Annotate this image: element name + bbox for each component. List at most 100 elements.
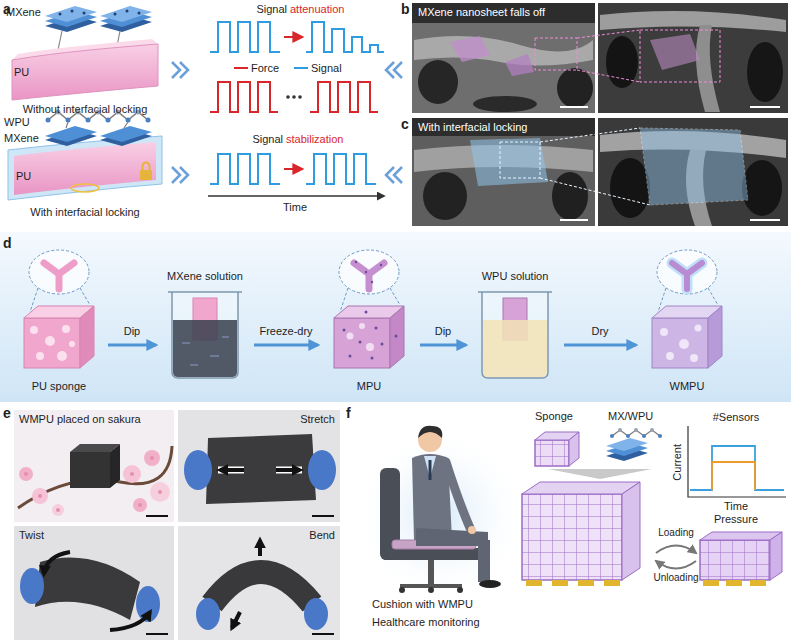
legend-item: Force	[234, 62, 279, 74]
pu-sponge-cube	[24, 318, 80, 368]
signal-traces	[306, 154, 376, 184]
sem-image	[750, 106, 780, 108]
sem-image	[412, 118, 595, 226]
sem-image	[640, 30, 720, 82]
sem-image	[412, 3, 595, 113]
photo-sakura	[32, 488, 48, 504]
seated-person	[416, 528, 488, 546]
load-cycle-arrows	[656, 546, 696, 569]
photo-sakura	[24, 472, 28, 476]
sem-image	[598, 3, 788, 113]
sem-image	[650, 34, 700, 70]
signal-traces	[310, 82, 378, 112]
sponge-icon	[569, 432, 579, 466]
photo-label: WMPU placed on sakura	[19, 413, 141, 426]
mxene-nanosheets	[45, 6, 97, 22]
seated-person	[468, 526, 476, 534]
zoom-bubble	[354, 263, 384, 289]
sem-image	[473, 96, 537, 112]
pu-sponge-cube	[30, 325, 75, 361]
wpu-beaker	[483, 320, 547, 377]
current-plot	[712, 462, 755, 490]
photo-twist	[14, 526, 174, 640]
zoom-bubble	[657, 250, 717, 294]
compressed-lattice-sensor	[700, 540, 770, 580]
mxene-beaker	[182, 342, 190, 344]
mxene-beaker	[222, 336, 229, 338]
sem-image	[412, 3, 595, 113]
edge-label: Dip	[435, 325, 452, 338]
part-label: MX/WPU	[608, 410, 653, 423]
sem-image	[450, 36, 490, 62]
photo-sakura	[19, 450, 170, 516]
caption-label: Healthcare monitoring	[372, 616, 480, 629]
process-step: PU sponge	[14, 245, 104, 395]
wpu-coated-strut	[100, 126, 152, 142]
wmpu-sponge-cube	[695, 325, 702, 332]
sem-image	[598, 118, 788, 226]
photo-bend	[258, 540, 262, 556]
panel-letter: e	[3, 405, 11, 421]
photo-bend	[212, 572, 312, 604]
mpu-sponge-cube	[359, 323, 365, 329]
photo-label: Twist	[19, 529, 44, 542]
compressed-lattice-sensor	[700, 540, 770, 580]
sem-image	[418, 60, 458, 104]
wpu-molecules	[146, 118, 151, 123]
seated-person	[429, 460, 432, 480]
mx-wpu-icon	[626, 434, 630, 438]
zoom-bubble	[708, 288, 718, 305]
compressed-lattice-sensor	[726, 580, 742, 586]
chevron-arrows	[394, 167, 402, 183]
load-cycle-arrows	[656, 561, 696, 569]
mpu-sponge-cube	[343, 311, 398, 360]
step-label: WPU solution	[482, 270, 549, 283]
photo-bend	[178, 526, 340, 640]
mpu-sponge-cube	[347, 333, 354, 340]
wpu-beaker	[478, 292, 552, 378]
mpu-sponge-cube	[359, 341, 362, 344]
lattice-sensor	[578, 580, 594, 586]
edge-label: Dry	[591, 325, 608, 338]
wpu-coated-strut	[140, 170, 152, 180]
sem-image	[560, 106, 588, 108]
mpu-sponge-cube	[334, 318, 390, 368]
mxene-nanosheets	[138, 12, 141, 15]
mxene-beaker	[172, 292, 238, 378]
photo-stretch	[218, 467, 244, 474]
mxene-nanosheets	[114, 13, 117, 16]
zoom-bubble	[29, 250, 89, 294]
zoom-bubble	[30, 288, 38, 312]
part-label: MXene	[4, 132, 39, 145]
photo-sakura	[150, 456, 154, 460]
wpu-coated-strut	[71, 184, 99, 192]
seated-person	[457, 587, 463, 593]
wpu-molecules	[66, 122, 68, 128]
mx-wpu-icon	[618, 428, 622, 432]
wpu-coated-strut	[143, 163, 150, 171]
wmpu-sponge-cube	[666, 352, 674, 360]
pu-sponge-cube	[62, 325, 70, 333]
lattice-sensor	[604, 580, 620, 586]
lattice-sensor	[522, 494, 622, 580]
panel-letter: c	[401, 116, 409, 132]
legend-text: Force	[251, 62, 279, 74]
sem-image	[598, 3, 788, 113]
pu-sponge-cube	[24, 306, 94, 368]
mpu-sponge-cube	[371, 357, 374, 360]
pu-sponge-cube	[69, 341, 75, 347]
photo-sakura	[123, 465, 141, 483]
photo-stretch	[206, 434, 316, 504]
pu-sponge-cube	[57, 351, 67, 361]
mxene-beaker	[168, 292, 242, 378]
photo-twist	[14, 526, 174, 640]
photo-twist	[44, 552, 70, 574]
photo-sakura	[150, 482, 170, 502]
zoom-bubble	[658, 288, 666, 312]
seated-person	[446, 462, 470, 528]
step-label: WMPU	[670, 380, 705, 393]
photo-sakura	[56, 508, 60, 512]
current-plot	[690, 446, 784, 490]
sponge-icon	[535, 440, 569, 466]
lattice-sensor	[526, 580, 620, 586]
